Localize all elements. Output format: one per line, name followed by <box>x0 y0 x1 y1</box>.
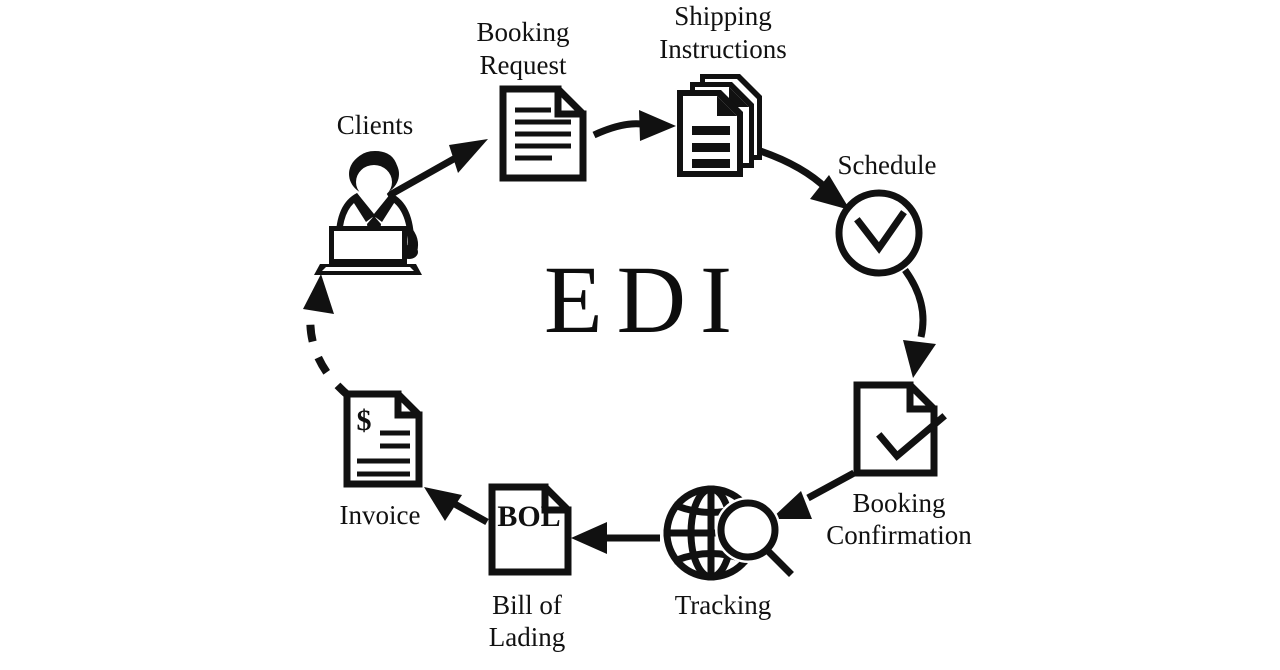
node-clients[interactable]: Clients <box>314 110 422 275</box>
arrow-clients-to-booking-request <box>386 139 488 200</box>
node-label-clients: Clients <box>337 110 414 140</box>
document-stack-icon <box>677 74 762 177</box>
globe-magnifier-icon <box>663 485 794 581</box>
arrow-schedule-to-booking-confirmation <box>902 267 936 378</box>
node-label-shipping-instructions-line1: Shipping <box>674 1 772 31</box>
arrow-shipping-instructions-to-schedule <box>749 144 850 210</box>
clock-icon <box>835 189 923 277</box>
node-label-booking-request-line2: Request <box>480 50 567 80</box>
node-booking-request[interactable]: Booking Request <box>476 17 587 182</box>
node-label-booking-confirmation-line2: Confirmation <box>826 520 972 550</box>
document-check-icon <box>853 381 947 477</box>
document-bol-icon: BOL <box>488 483 572 576</box>
node-label-bill-of-lading-line2: Lading <box>489 622 565 652</box>
arrow-bill-of-lading-to-invoice <box>424 487 489 526</box>
node-label-tracking: Tracking <box>675 590 772 620</box>
node-schedule[interactable]: Schedule <box>835 150 937 277</box>
arrow-booking-request-to-shipping-instructions <box>592 110 676 141</box>
document-lines-icon <box>499 85 587 182</box>
node-label-shipping-instructions-line2: Instructions <box>659 34 787 64</box>
node-booking-confirmation[interactable]: Booking Confirmation <box>826 381 972 550</box>
node-label-booking-confirmation-line1: Booking <box>852 488 945 518</box>
page-title: EDI <box>544 246 746 353</box>
arrow-booking-confirmation-to-tracking <box>771 469 856 519</box>
node-label-booking-request-line1: Booking <box>476 17 569 47</box>
arrow-invoice-to-clients <box>303 274 353 401</box>
node-label-invoice: Invoice <box>340 500 421 530</box>
bol-icon-text: BOL <box>497 500 560 533</box>
document-dollar-icon: $ <box>343 390 423 488</box>
node-bill-of-lading[interactable]: BOL Bill of Lading <box>488 483 572 652</box>
arrow-tracking-to-bill-of-lading <box>571 522 660 554</box>
node-shipping-instructions[interactable]: Shipping Instructions <box>659 1 787 177</box>
node-tracking[interactable]: Tracking <box>663 485 794 620</box>
node-label-schedule: Schedule <box>838 150 937 180</box>
person-at-laptop-icon <box>314 151 422 275</box>
node-label-bill-of-lading-line1: Bill of <box>492 590 562 620</box>
invoice-dollar-sign: $ <box>357 404 372 437</box>
node-invoice[interactable]: $ Invoice <box>340 390 423 530</box>
